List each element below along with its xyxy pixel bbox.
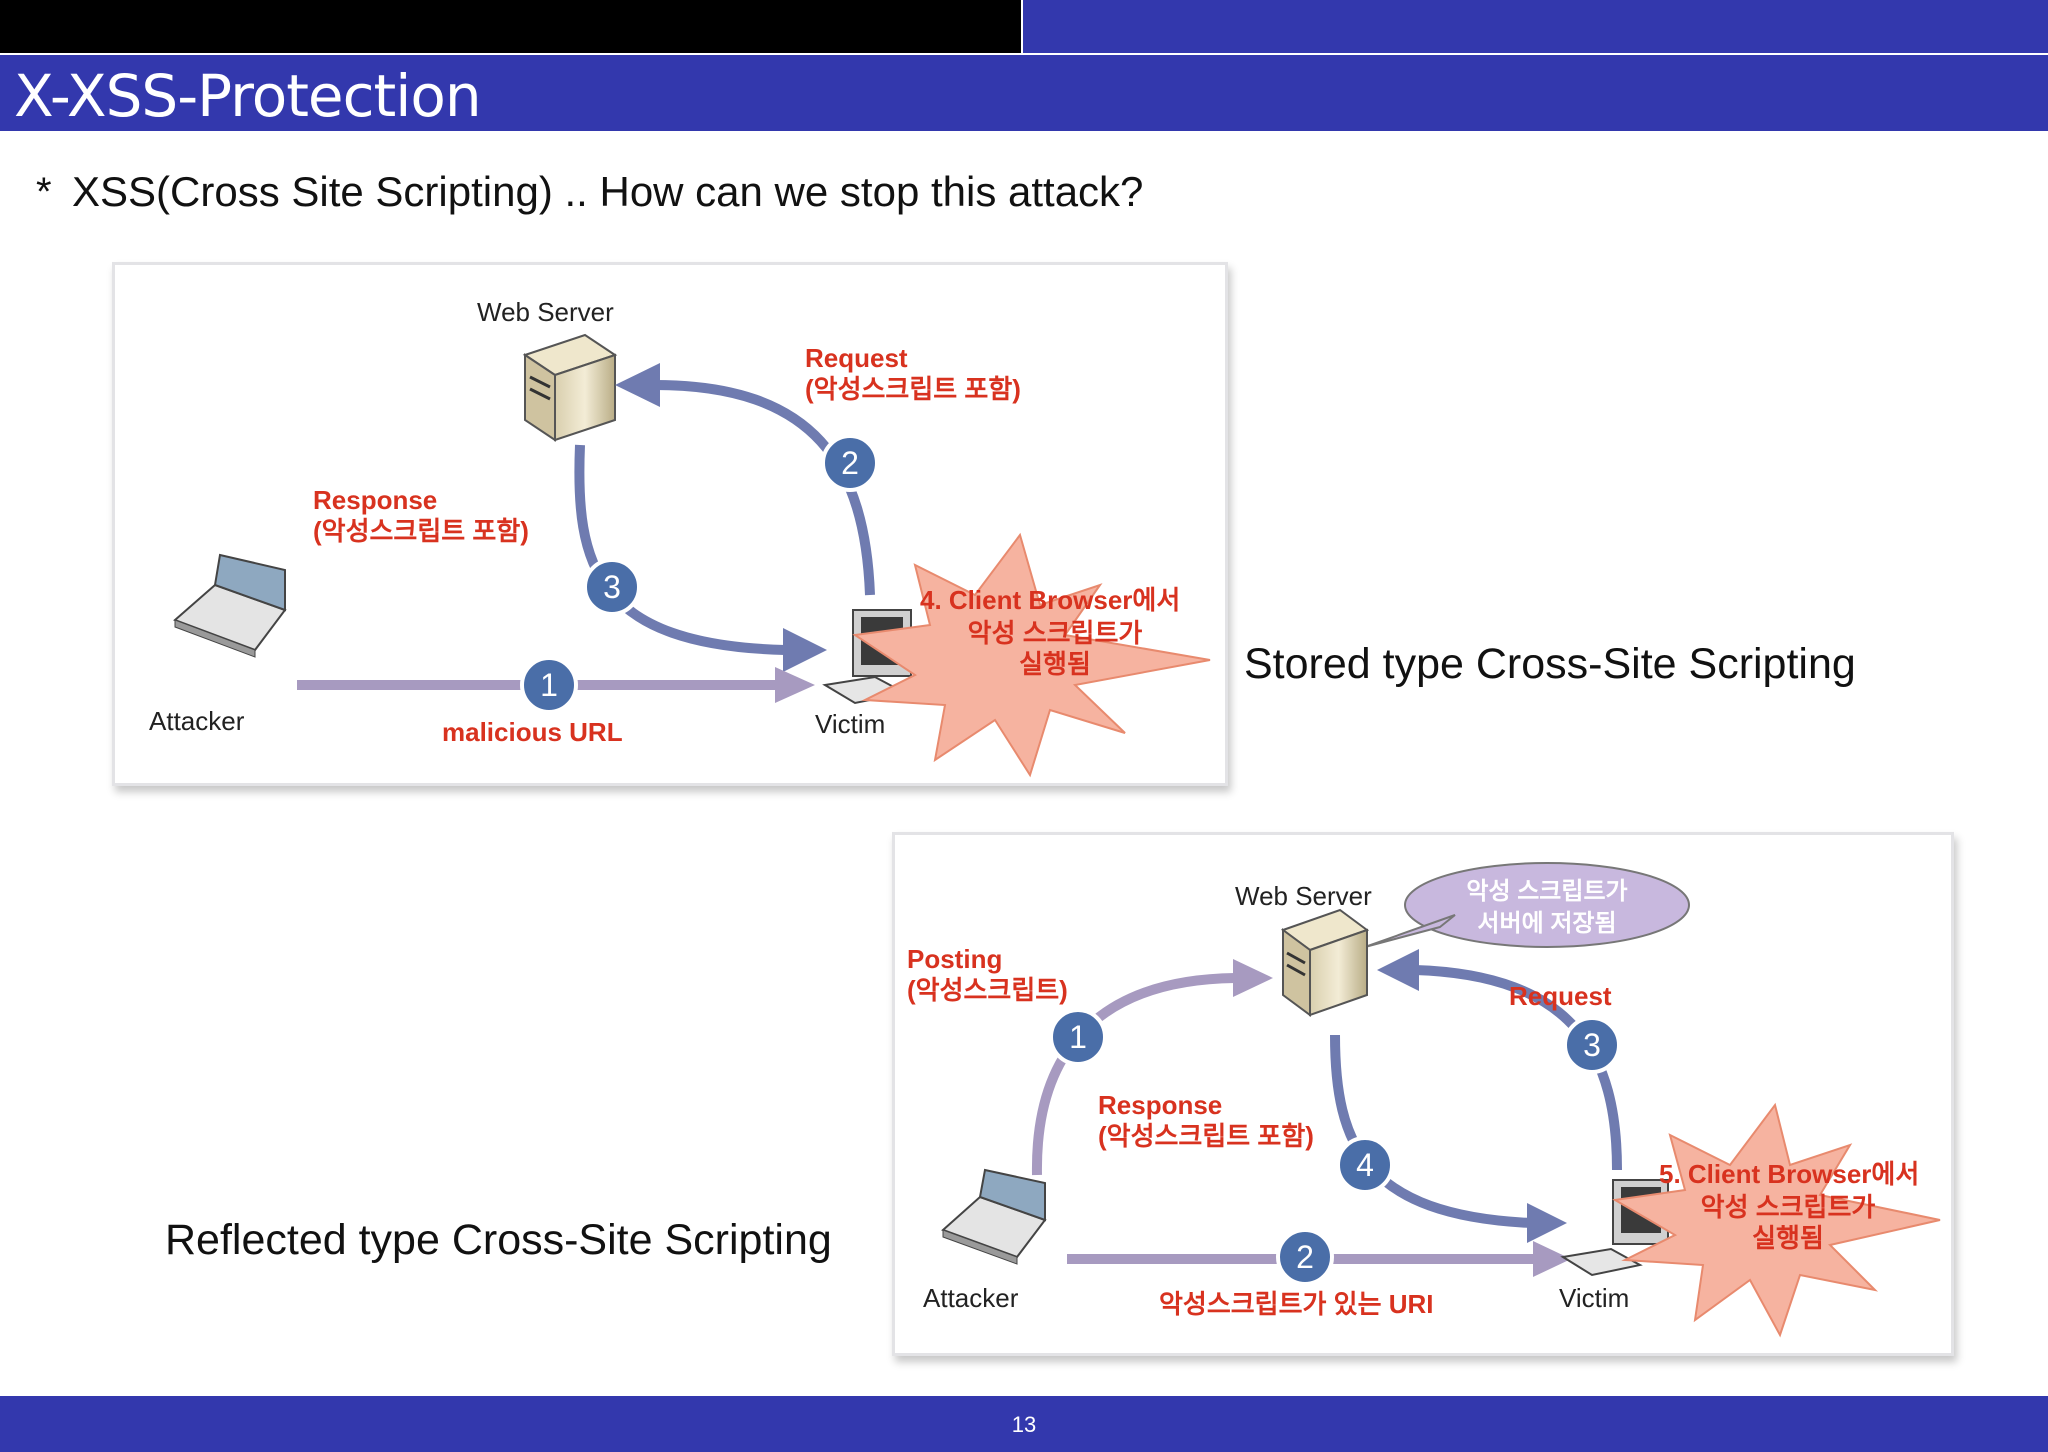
bullet-marker: * [36,170,52,214]
attacker-label: Attacker [149,706,245,736]
step-2-circle [821,434,879,492]
web-server-icon [1280,908,1370,1017]
stored-xss-caption: Stored type Cross-Site Scripting [1244,640,1856,688]
stored-xss-diagram: Web Server 2 3 1 Attacker Victim [112,262,1228,786]
web-server-icon [522,333,618,442]
title-bar [0,55,2048,131]
slide-title: X-XSS-Protection [14,62,482,130]
step-1-circle [1049,1008,1107,1066]
step-2-number: 2 [841,445,859,481]
web-server-label: Web Server [477,297,614,327]
response-label-sub: (악성스크립트 포함) [1098,1121,1314,1151]
attacker-label: Attacker [923,1283,1019,1313]
execution-burst-shape [852,532,1211,778]
arrow-head [1533,1241,1571,1277]
victim-label: Victim [815,709,885,739]
reflected-xss-diagram: 악성 스크립트가 서버에 저장됨 Web Server 1 2 3 4 [892,832,1954,1356]
uri-label: 악성스크립트가 있는 URI [1159,1289,1434,1319]
step-4-number: 4 [1356,1147,1374,1183]
reflected-xss-caption: Reflected type Cross-Site Scripting [165,1216,832,1264]
burst-text-line2: 악성 스크립트가 [968,618,1143,648]
arrow-head [1527,1203,1567,1243]
bubble-text-line1: 악성 스크립트가 [1466,878,1627,905]
burst-text-line1: 4. Client Browser에서 [920,585,1180,615]
malicious-url-label: malicious URL [442,717,623,747]
step-3-circle [583,558,641,616]
page-number: 13 [1011,1412,1037,1437]
step-2-circle [1276,1228,1334,1286]
arrow-head [775,667,815,703]
attacker-laptop-icon [941,1168,1047,1265]
posting-label: Posting [907,944,1002,974]
step-2-number: 2 [1296,1239,1314,1275]
arrow-head [615,363,660,407]
burst-text-line1: 5. Client Browser에서 [1659,1159,1919,1189]
victim-label: Victim [1559,1283,1629,1313]
step-1-number: 1 [540,667,558,703]
response-label-sub: (악성스크립트 포함) [313,516,529,546]
request-label: Request [1509,981,1612,1011]
request-label: Request [805,343,908,373]
step-3-number: 3 [1583,1027,1601,1063]
step-4-circle [1336,1136,1394,1194]
burst-text-line2: 악성 스크립트가 [1701,1192,1876,1222]
burst-text-line3: 실행됨 [1752,1223,1824,1253]
bubble-text-line2: 서버에 저장됨 [1477,910,1616,937]
top-bar-right [1023,0,2048,53]
arrow-head [1377,949,1419,991]
web-server-label: Web Server [1235,881,1372,911]
server-storage-bubble [1364,862,1690,948]
step-3-number: 3 [603,569,621,605]
execution-burst-shape [1612,1102,1941,1338]
arrow-head [783,628,827,672]
posting-label-sub: (악성스크립트) [907,975,1068,1005]
response-label: Response [1098,1090,1222,1120]
burst-text-line3: 실행됨 [1019,649,1091,679]
step-1-circle [520,656,578,714]
bullet-text: XSS(Cross Site Scripting) .. How can we … [72,168,1144,215]
step-1-number: 1 [1069,1019,1087,1055]
request-label-sub: (악성스크립트 포함) [805,374,1021,404]
arrow-head [1233,959,1273,997]
step-3-circle [1563,1016,1621,1074]
footer-bar [0,1396,2048,1452]
response-label: Response [313,485,437,515]
attacker-laptop-icon [173,553,287,658]
top-bar-left [0,0,1021,53]
